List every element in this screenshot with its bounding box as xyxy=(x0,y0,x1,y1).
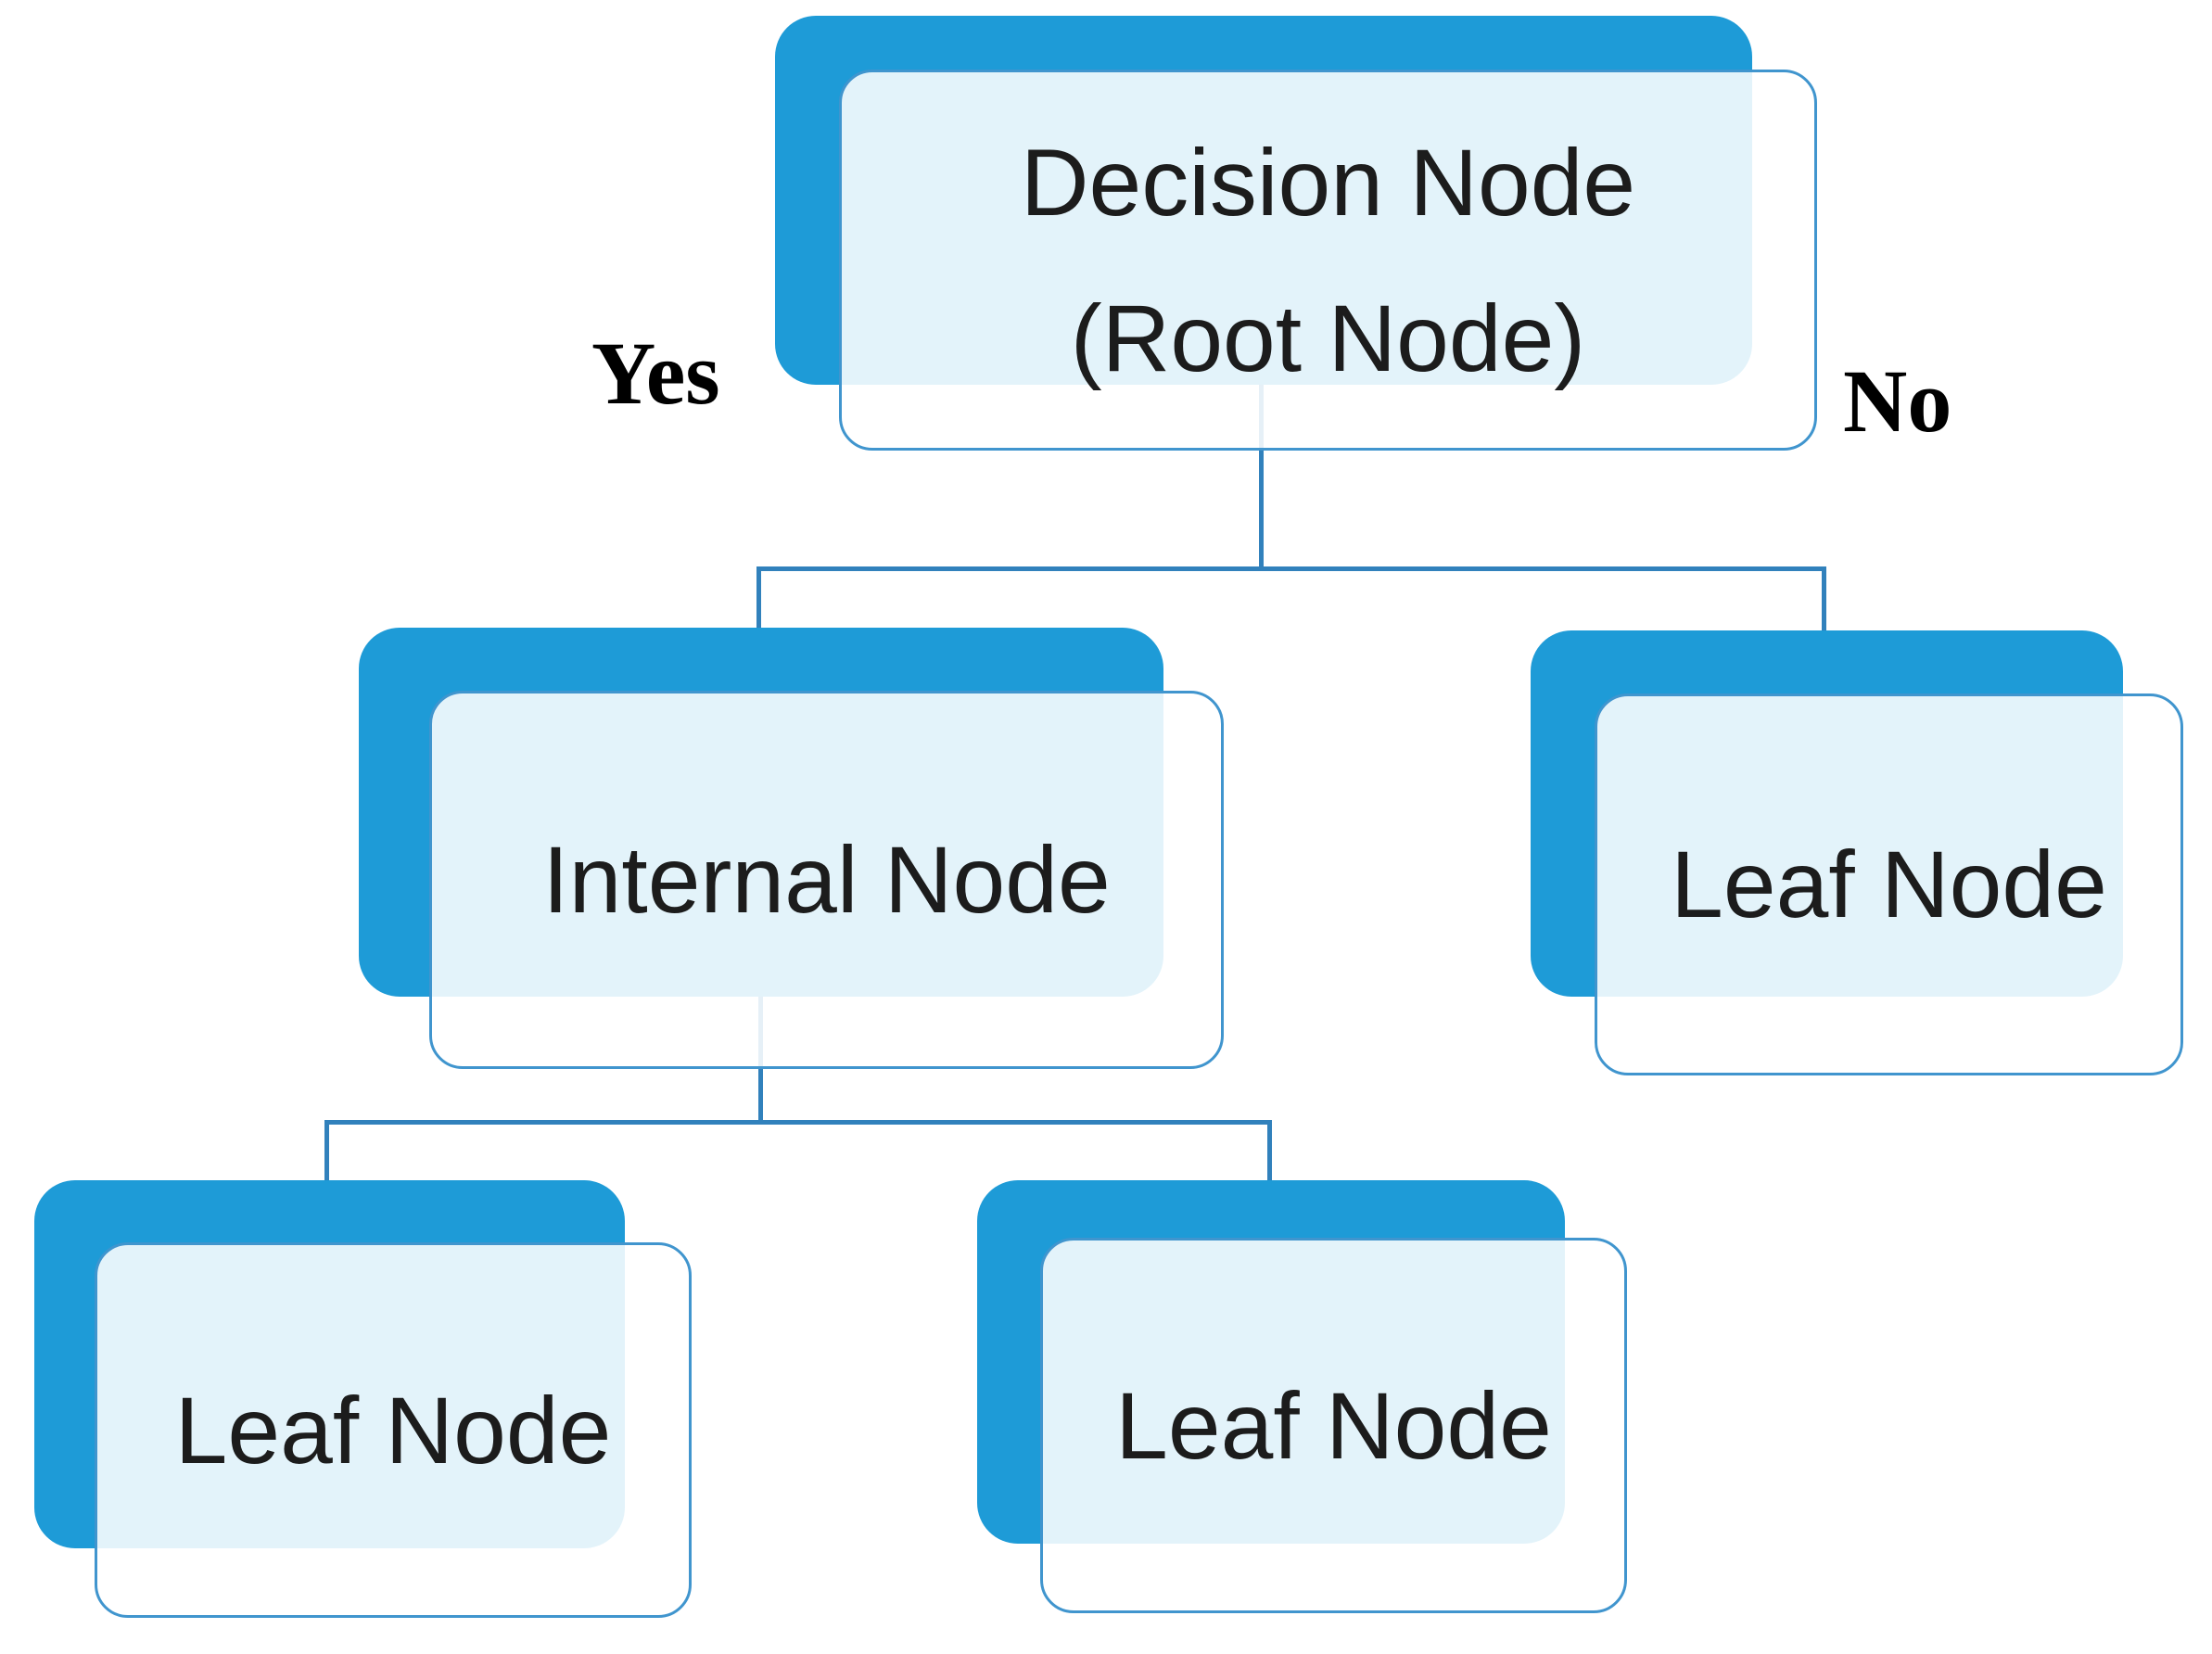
edge-label-no: No xyxy=(1843,351,1952,451)
connector-drop-leaf-bottom-middle xyxy=(1267,1120,1272,1196)
connector-drop-leaf-right xyxy=(1822,566,1826,641)
root-node-label-line1: Decision Node xyxy=(1020,129,1636,235)
root-node-card: Decision Node (Root Node) xyxy=(839,70,1817,451)
internal-node-label: Internal Node xyxy=(542,827,1111,933)
leaf-right-node-label: Leaf Node xyxy=(1671,832,2107,937)
connector-drop-internal xyxy=(756,566,761,641)
connector-level1-horizontal xyxy=(756,566,1826,571)
connector-root-stem xyxy=(1259,352,1264,571)
connector-level2-horizontal xyxy=(324,1120,1272,1125)
leaf-right-node-card: Leaf Node xyxy=(1595,693,2183,1075)
leaf-bottom-left-node-card: Leaf Node xyxy=(95,1242,692,1618)
root-node-label-line2: (Root Node) xyxy=(1070,285,1586,391)
leaf-bottom-middle-node-label: Leaf Node xyxy=(1115,1372,1552,1479)
connector-drop-leaf-bottom-left xyxy=(324,1120,329,1199)
internal-node-card: Internal Node xyxy=(429,691,1224,1069)
leaf-bottom-left-node-label: Leaf Node xyxy=(174,1377,612,1483)
leaf-bottom-middle-node-card: Leaf Node xyxy=(1040,1238,1627,1613)
edge-label-yes: Yes xyxy=(591,324,720,423)
root-node-label: Decision Node (Root Node) xyxy=(1021,105,1635,416)
